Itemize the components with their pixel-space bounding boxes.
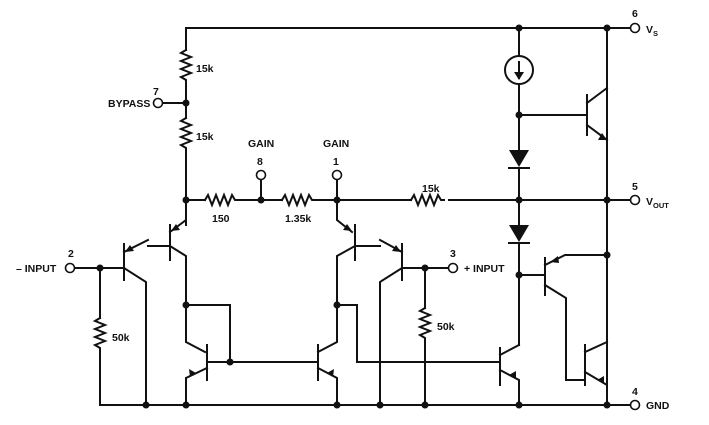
q-left-lower-arrow [125, 245, 134, 252]
vs-pin[interactable] [629, 22, 641, 34]
q-mirror-left [185, 304, 209, 406]
resistor-50k-right [417, 306, 433, 347]
pin5-number: 5 [632, 181, 638, 193]
gain8-label: GAIN [248, 138, 274, 150]
q-driver [498, 343, 521, 406]
minus-input-label: – INPUT [16, 263, 57, 275]
pin6-number: 6 [632, 8, 638, 20]
pin8-number: 8 [257, 156, 263, 168]
plus-input-pin[interactable] [447, 262, 459, 274]
gain1-label: GAIN [323, 138, 349, 150]
vs-label-sub: S [653, 29, 658, 38]
q-right-lower [378, 238, 404, 406]
q-left-upper-arrow [171, 224, 180, 231]
pin4-number: 4 [632, 386, 638, 398]
q-right-upper [336, 199, 357, 306]
q-left-lower [122, 238, 150, 406]
gnd-node-425 [421, 401, 429, 409]
q-out-bottom [543, 254, 608, 381]
q-mirror-right [316, 304, 338, 406]
mirror-right-out [336, 304, 501, 363]
gain8-pin[interactable] [255, 169, 267, 181]
gnd-node-380 [376, 401, 384, 409]
gnd-node-186 [182, 401, 190, 409]
vout-label-sub: OUT [653, 201, 669, 210]
q-mirror-left-arrow [189, 369, 196, 377]
r-150-value: 150 [212, 213, 230, 225]
mirror-base-node [226, 358, 234, 366]
q-darlington-arrow [597, 376, 604, 384]
r-mid-value: 15k [196, 131, 214, 143]
gnd-label: GND [646, 400, 670, 412]
top-rail-node [515, 24, 523, 32]
bypass-pin[interactable] [152, 97, 164, 109]
pin1-number: 1 [333, 156, 339, 168]
q-out-top-collector-node [603, 24, 611, 32]
gnd-node-337 [333, 401, 341, 409]
q-right-lower-arrow [392, 245, 401, 252]
q-out-bottom-arrow [550, 256, 559, 263]
r-50k-right-value: 50k [437, 321, 455, 333]
q-mirror-right-arrow [327, 369, 334, 377]
resistor-15k-mid [178, 116, 194, 155]
plus-input-label: + INPUT [464, 263, 505, 275]
q-left-upper [168, 199, 187, 306]
q-right-upper-arrow [343, 224, 352, 231]
vs-label: VS [646, 24, 658, 38]
vout-label: VOUT [646, 196, 669, 210]
mirror-left-link [185, 304, 231, 363]
q-driver-arrow [509, 371, 516, 379]
diode-mid-node [515, 196, 523, 204]
pin3-number: 3 [450, 248, 456, 260]
q-darlington-lower [565, 340, 609, 406]
resistor-1-35k [280, 192, 315, 208]
gnd-node-146 [142, 401, 150, 409]
resistor-15k-feedback [409, 192, 445, 208]
current-source-symbol [504, 55, 534, 85]
pin2-number: 2 [68, 248, 74, 260]
q-out-top-arrow [598, 133, 607, 140]
resistor-150 [203, 192, 238, 208]
resistor-15k-top [178, 48, 194, 85]
r-feedback-value: 15k [422, 183, 440, 195]
gnd-node-519 [515, 401, 523, 409]
r-50k-left-value: 50k [112, 332, 130, 344]
q-out-bottom-emitter-node [603, 251, 611, 259]
diode-lower [509, 225, 529, 242]
vout-pin[interactable] [629, 194, 641, 206]
resistor-50k-left [92, 316, 108, 357]
pin7-number: 7 [153, 86, 159, 98]
vout-node [603, 196, 611, 204]
r-top-value: 15k [196, 63, 214, 75]
gnd-node-607 [603, 401, 611, 409]
bypass-label: BYPASS [108, 98, 150, 110]
current-source-arrowhead [514, 72, 524, 80]
minus-input-pin[interactable] [64, 262, 76, 274]
vs-label-main: V [646, 24, 653, 36]
r-135k-value: 1.35k [285, 213, 311, 225]
q-out-top [585, 86, 609, 142]
gain1-pin[interactable] [331, 169, 343, 181]
diode-upper [509, 150, 529, 167]
vout-label-main: V [646, 196, 653, 208]
gnd-pin[interactable] [629, 399, 641, 411]
